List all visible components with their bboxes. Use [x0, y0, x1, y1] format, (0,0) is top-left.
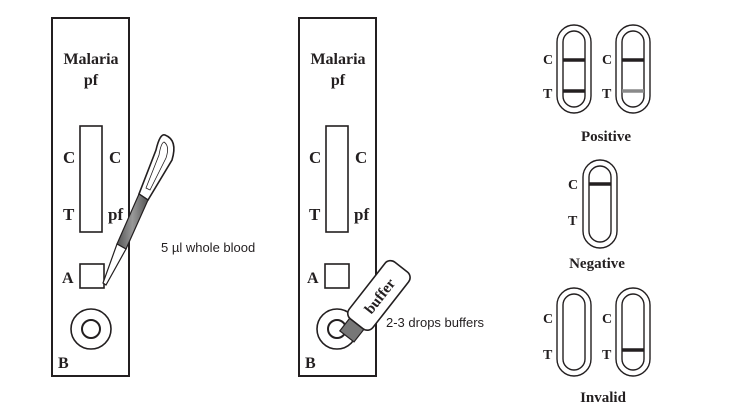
result-positive-strip-2 [615, 24, 651, 114]
cassette-2-subtitle: pf [331, 72, 346, 89]
positive-1-label-t: T [543, 87, 553, 102]
pipette-tip [102, 243, 127, 286]
negative-label-c: C [568, 178, 578, 193]
positive-2-label-c: C [602, 53, 612, 68]
cassette-1-label-c-right: C [109, 148, 121, 167]
cassette-1-result-window [79, 125, 103, 233]
negative-label: Negative [569, 256, 625, 272]
cassette-1: Malaria pf C C T pf A B [51, 17, 130, 377]
cassette-2-result-window [325, 125, 349, 233]
cassette-1-label-b: B [58, 355, 69, 372]
pipette-bulb [138, 134, 175, 202]
result-invalid-strip-2 [615, 287, 651, 377]
positive-2-label-t: T [602, 87, 612, 102]
cassette-1-sample-well-a [79, 263, 105, 289]
invalid-label: Invalid [580, 390, 627, 406]
cassette-2: Malaria pf C C T pf A B [298, 17, 377, 377]
results-legend: C T C T Positive C T Negative C T [543, 24, 651, 406]
positive-1-label-c: C [543, 53, 553, 68]
result-positive-strip-1 [556, 24, 592, 114]
cassette-2-label-t-left: T [309, 205, 321, 224]
invalid-2-label-c: C [602, 312, 612, 327]
cassette-1-label-t-right: pf [108, 205, 123, 224]
cassette-2-label-a: A [307, 270, 319, 287]
cassette-2-label-b: B [305, 355, 316, 372]
cassette-1-buffer-well-inner [81, 319, 101, 339]
cassette-2-label-c-left: C [309, 148, 321, 167]
pipette-icon [102, 134, 175, 286]
cassette-2-label-c-right: C [355, 148, 367, 167]
result-negative-strip [582, 159, 618, 249]
cassette-1-subtitle: pf [84, 72, 99, 89]
buffer-bottle-icon: buffer [338, 259, 411, 343]
cassette-1-title: Malaria [63, 51, 118, 68]
invalid-2-label-t: T [602, 348, 612, 363]
result-invalid-strip-1 [556, 287, 592, 377]
cassette-2-sample-well-a [324, 263, 350, 289]
positive-label: Positive [581, 129, 631, 145]
step-1-instruction: 5 µl whole blood [161, 240, 255, 255]
cassette-1-label-t-left: T [63, 205, 75, 224]
negative-label-t: T [568, 214, 578, 229]
invalid-1-label-c: C [543, 312, 553, 327]
buffer-bottle-body [346, 259, 411, 332]
invalid-1-label-t: T [543, 348, 553, 363]
cassette-1-label-c-left: C [63, 148, 75, 167]
cassette-1-label-a: A [62, 270, 74, 287]
step-2-instruction: 2-3 drops buffers [386, 315, 485, 330]
cassette-2-label-t-right: pf [354, 205, 369, 224]
cassette-2-title: Malaria [310, 51, 365, 68]
